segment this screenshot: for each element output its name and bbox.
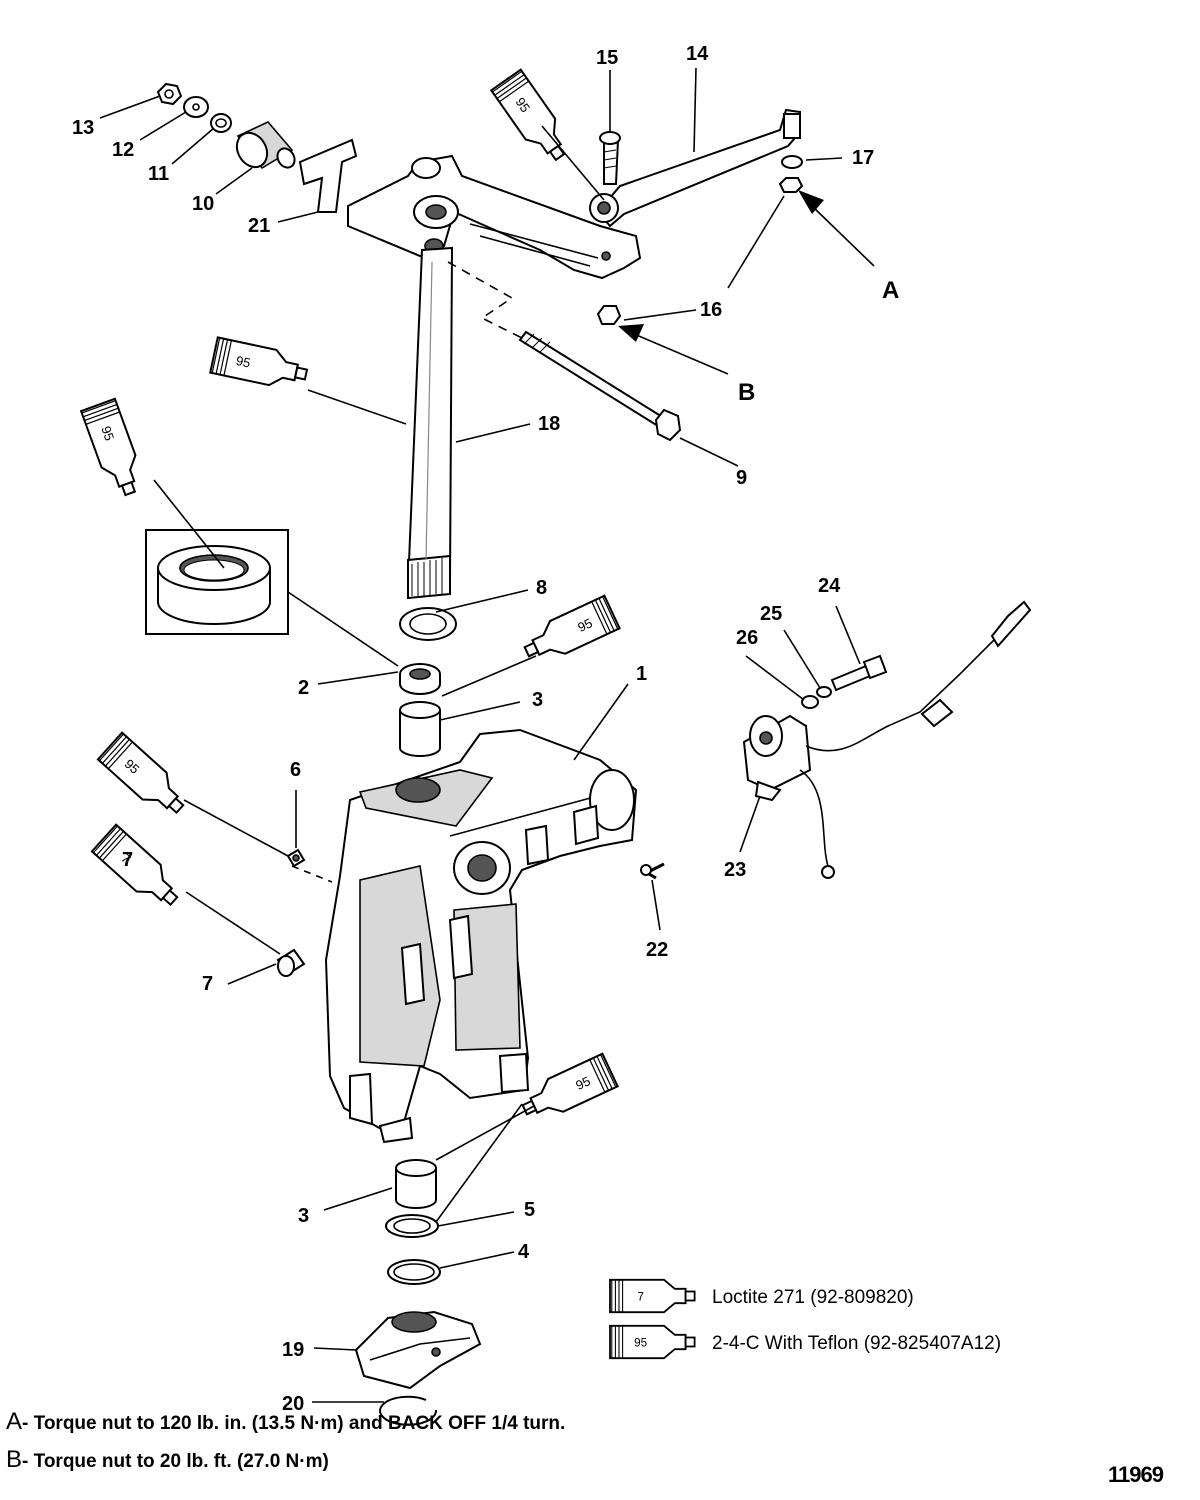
callout-10: 10 — [192, 193, 214, 215]
note-b-key: B — [6, 1446, 23, 1473]
note-a: A- Torque nut to 120 lb. in. (13.5 N·m) … — [6, 1404, 906, 1442]
callout-letter-b: B — [738, 379, 755, 406]
part-6-grease-fitting — [286, 848, 306, 868]
callout-3: 3 — [532, 689, 543, 711]
svg-text:7: 7 — [637, 1291, 644, 1304]
leader-lines — [99, 67, 861, 1403]
part-15-bolt — [599, 131, 621, 185]
lubricant-tube-7: 7 — [90, 823, 187, 916]
part-19-steering-yoke — [354, 1310, 482, 1390]
svg-text:95: 95 — [575, 615, 594, 635]
lubricant-tube-95: 95 — [518, 594, 621, 670]
part-8-washer — [399, 607, 457, 641]
callout-9: 9 — [736, 467, 747, 489]
callout-7: 7 — [122, 849, 133, 871]
svg-text:Loctite 271 (92-809820): Loctite 271 (92-809820) — [712, 1287, 914, 1308]
callout-20: 20 — [282, 1393, 304, 1415]
callout-4: 4 — [518, 1241, 530, 1263]
part-3-bushing-upper — [399, 701, 441, 757]
callout-17: 17 — [852, 147, 874, 169]
seal-detail-inset — [145, 529, 289, 635]
lubricant-tube-95: 95 — [80, 397, 149, 501]
figure-id: 11969 — [1108, 1462, 1164, 1487]
part-3-bushing-lower — [395, 1159, 437, 1209]
part-12-washer — [183, 96, 209, 118]
note-b: B- Torque nut to 20 lb. ft. (27.0 N·m) — [6, 1442, 906, 1480]
part-13-nut — [156, 82, 183, 106]
callout-25: 25 — [760, 603, 782, 625]
note-a-key: A — [6, 1408, 23, 1435]
callout-14: 14 — [686, 43, 709, 65]
note-b-text: - Torque nut to 20 lb. ft. (27.0 N·m) — [22, 1451, 329, 1472]
svg-text:2-4-C With Teflon (92-825407A: 2-4-C With Teflon (92-825407A12) — [712, 1333, 1001, 1354]
callout-11: 11 — [148, 163, 169, 185]
part-14-link-arm — [589, 108, 801, 228]
callout-24: 24 — [818, 575, 841, 597]
lubricant-tube-95: 95 — [490, 68, 576, 169]
part-17-washer — [781, 155, 803, 169]
callout-labels: 1 2 3 3 4 5 6 7 7 8 9 10 11 12 13 14 15 … — [72, 43, 899, 1415]
svg-text:95: 95 — [235, 353, 252, 371]
part-1-swivel-bracket — [324, 728, 638, 1144]
callout-22: 22 — [646, 939, 668, 961]
arrow-b — [618, 324, 729, 375]
callout-2: 2 — [298, 677, 309, 699]
lubricant-tube-95: 95 — [516, 1052, 619, 1128]
callout-18: 18 — [538, 413, 560, 435]
part-2-seal — [399, 663, 441, 695]
part-5-washer — [385, 1214, 439, 1238]
part-7-pin — [276, 948, 306, 977]
part-16-nut-upper — [778, 177, 804, 193]
callout-3: 3 — [298, 1205, 309, 1227]
callout-21: 21 — [248, 215, 270, 237]
part-24-screw — [830, 654, 888, 692]
part-4-ring — [387, 1259, 441, 1285]
svg-text:95: 95 — [513, 95, 534, 115]
part-22-screw — [640, 862, 665, 880]
lubricant-tube-95: 95 — [209, 336, 311, 394]
part-23-trim-sender — [742, 600, 1032, 879]
callout-15: 15 — [596, 47, 618, 69]
part-11-washer — [210, 113, 232, 133]
legend: 7 Loctite 271 (92-809820) 95 2-4-C With … — [609, 1278, 1001, 1360]
part-26-washer — [801, 695, 819, 709]
callout-23: 23 — [724, 859, 746, 881]
svg-text:95: 95 — [573, 1073, 592, 1093]
lubricant-tube-95: 95 — [96, 731, 193, 824]
part-25-lockwasher — [816, 686, 832, 698]
part-9-bolt — [518, 330, 682, 442]
callout-8: 8 — [536, 577, 547, 599]
arrow-a — [798, 190, 875, 267]
svg-text:95: 95 — [634, 1337, 648, 1350]
part-18-steering-shaft — [406, 246, 454, 600]
callout-13: 13 — [72, 117, 94, 139]
part-20-clip — [379, 1395, 438, 1426]
part-10-bushing — [235, 121, 296, 170]
callout-26: 26 — [736, 627, 758, 649]
torque-notes: A- Torque nut to 120 lb. in. (13.5 N·m) … — [6, 1404, 906, 1480]
note-a-text: - Torque nut to 120 lb. in. (13.5 N·m) a… — [22, 1413, 566, 1434]
callout-1: 1 — [636, 663, 647, 685]
part-16-nut-lower — [596, 305, 622, 325]
callout-19: 19 — [282, 1339, 304, 1361]
callout-7: 7 — [202, 973, 213, 995]
callout-16: 16 — [700, 299, 722, 321]
svg-text:95: 95 — [98, 424, 117, 443]
part-21-bracket — [298, 138, 358, 213]
callout-12: 12 — [112, 139, 134, 161]
callout-letter-a: A — [882, 277, 899, 304]
callout-6: 6 — [290, 759, 301, 781]
legend-item-7: 7 Loctite 271 (92-809820) — [609, 1278, 914, 1314]
exploded-parts-diagram: 95 95 95 95 95 7 95 — [72, 43, 1032, 1426]
legend-item-95: 95 2-4-C With Teflon (92-825407A12) — [609, 1324, 1001, 1360]
callout-5: 5 — [524, 1199, 535, 1221]
